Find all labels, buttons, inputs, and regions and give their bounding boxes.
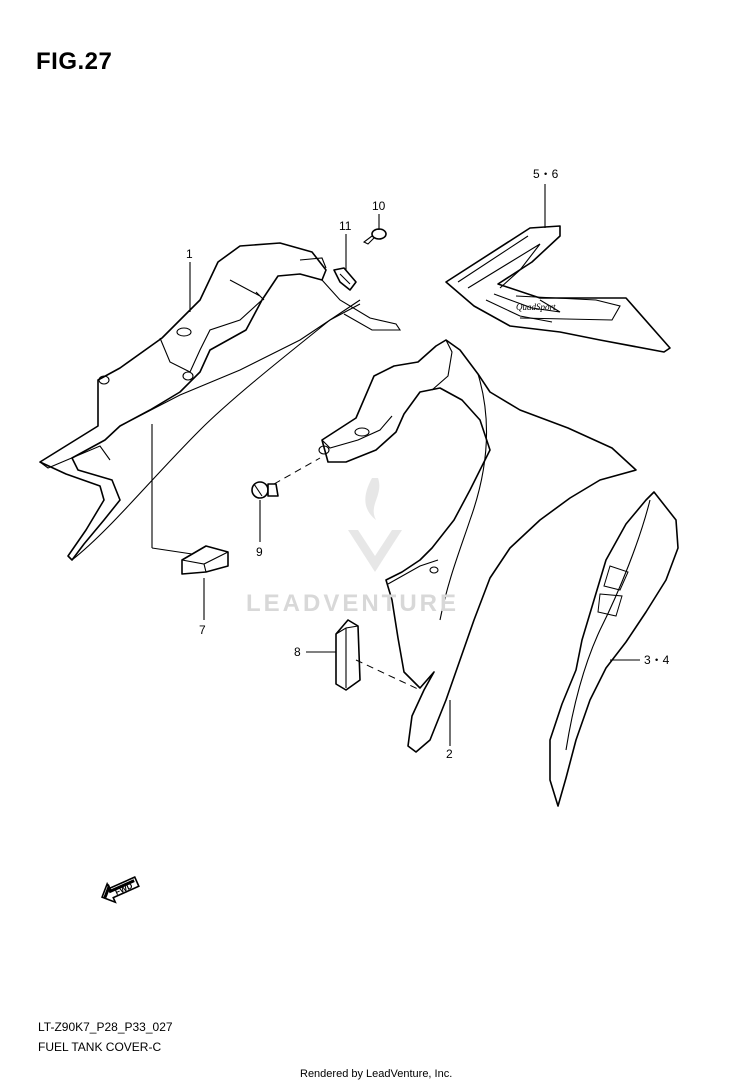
part-10-screw[interactable] — [362, 228, 387, 245]
part-8-cushion-pad[interactable] — [335, 619, 361, 691]
part-1-left-tank-cover[interactable] — [39, 242, 402, 561]
figure-title: FIG.27 — [36, 48, 113, 75]
part-7-cushion-pad[interactable] — [181, 545, 229, 575]
callout-9[interactable]: 9 — [256, 545, 263, 559]
callout-2[interactable]: 2 — [446, 747, 453, 761]
part-2-center-tank-cover[interactable] — [318, 339, 637, 753]
part-11-nut-clip[interactable] — [333, 267, 357, 291]
render-credit: Rendered by LeadVenture, Inc. — [300, 1068, 453, 1080]
part-3-4-side-emblem[interactable] — [549, 491, 679, 807]
watermark-text: LEADVENTURE — [246, 590, 460, 617]
callout-8[interactable]: 8 — [294, 645, 301, 659]
fwd-label: FWD — [114, 881, 135, 897]
figure-code: LT-Z90K7_P28_P33_027 — [38, 1020, 173, 1034]
decal-logo-text: QuadSport — [516, 302, 556, 312]
callout-5-6[interactable]: 5・6 — [533, 167, 559, 181]
callout-11[interactable]: 11 — [339, 219, 352, 233]
leadventure-logo-icon — [348, 478, 402, 572]
part-5-6-top-emblem[interactable]: QuadSport — [445, 225, 671, 353]
figure-name: FUEL TANK COVER-C — [38, 1040, 162, 1054]
callout-7[interactable]: 7 — [199, 623, 206, 637]
fwd-arrow-icon: FWD — [101, 876, 140, 904]
callout-10[interactable]: 10 — [372, 199, 386, 213]
part-9-clip-fastener[interactable] — [251, 481, 279, 499]
leader-lines — [151, 184, 640, 746]
callout-3-4[interactable]: 3・4 — [644, 653, 670, 667]
callout-1[interactable]: 1 — [186, 247, 193, 261]
